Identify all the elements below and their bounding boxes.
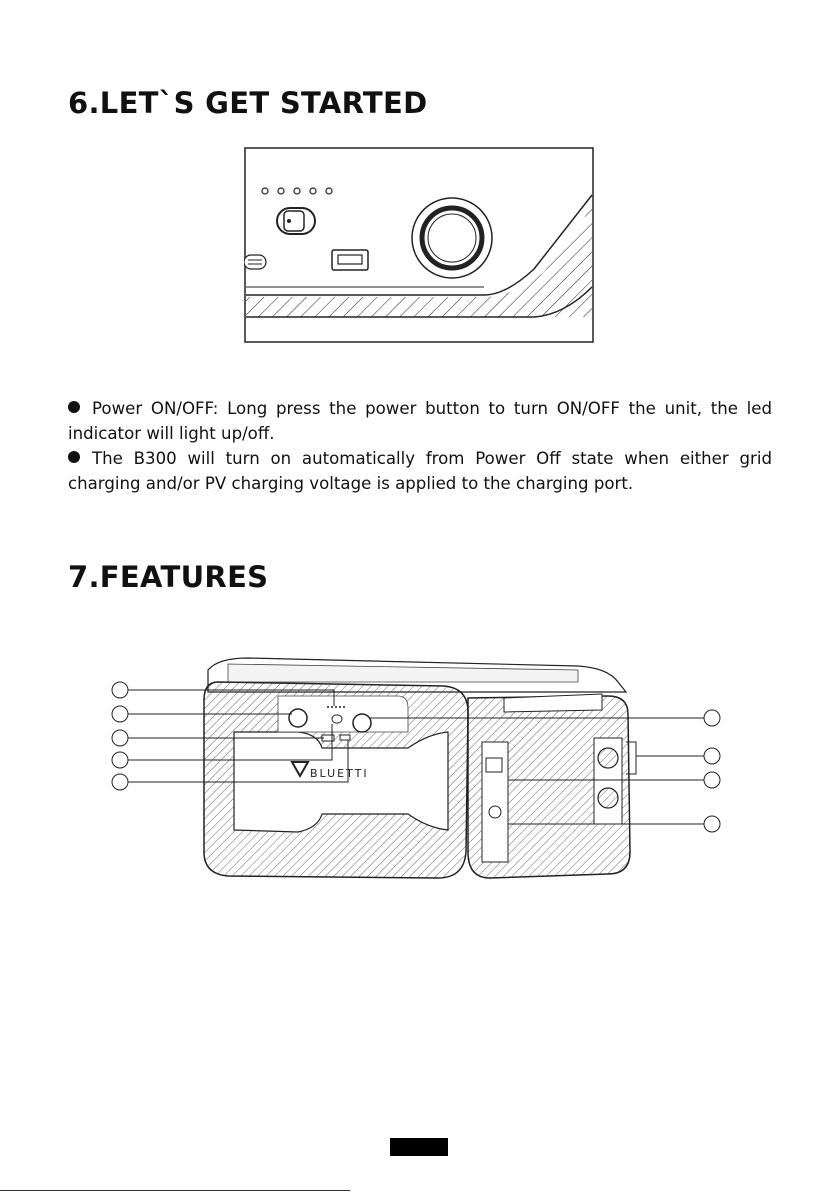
bullet-icon xyxy=(68,451,80,463)
brand-logo-text: BLUETTI xyxy=(310,767,369,780)
footer-rule xyxy=(0,1190,350,1191)
bullet-icon xyxy=(68,401,80,413)
callout-markers-left xyxy=(112,682,128,790)
product-features-illustration: BLUETTI xyxy=(108,652,728,892)
power-button-icon xyxy=(412,198,492,278)
usb-port-icon xyxy=(332,250,368,270)
switch-icon xyxy=(277,208,315,234)
section-title-features: 7.FEATURES xyxy=(68,560,268,594)
auto-on-paragraph: The B300 will turn on automatically from… xyxy=(68,446,772,496)
power-onoff-paragraph: Power ON/OFF: Long press the power butto… xyxy=(68,396,772,446)
control-panel-illustration xyxy=(244,147,594,343)
callout-markers-right xyxy=(704,710,720,832)
section-title-getting-started: 6.LET`S GET STARTED xyxy=(68,86,428,120)
page-number-box xyxy=(390,1138,448,1156)
